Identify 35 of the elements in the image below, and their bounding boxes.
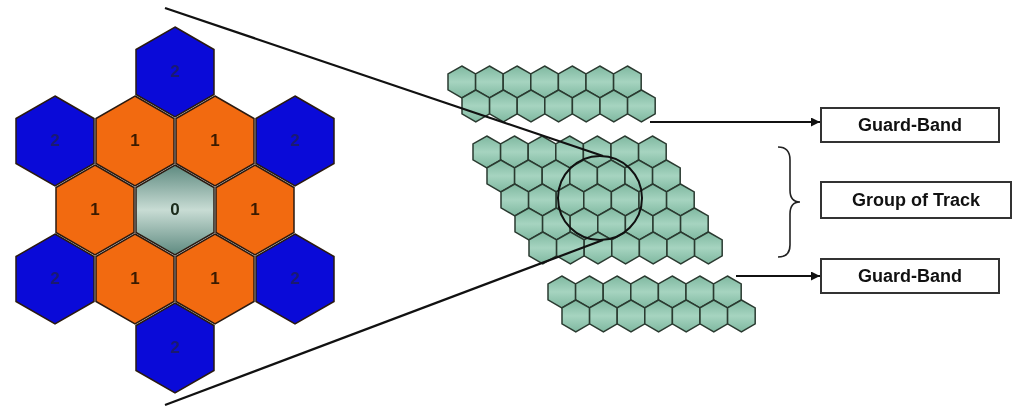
cell-number: 0 xyxy=(170,200,180,220)
hexagon-cell xyxy=(175,95,255,187)
cell-number: 1 xyxy=(210,269,220,289)
hexagon-cell xyxy=(135,164,215,256)
hexagon-cell xyxy=(215,164,295,256)
hexagon-cell xyxy=(255,233,335,325)
label-box: Group of Track xyxy=(820,181,1012,219)
cell-number: 2 xyxy=(50,131,60,151)
hexagon-cell xyxy=(255,95,335,187)
hex-strip-drawing xyxy=(548,276,756,332)
cell-number: 2 xyxy=(290,131,300,151)
cell-number: 2 xyxy=(170,62,180,82)
hex-strip-drawing xyxy=(473,136,723,264)
hexagon-cell xyxy=(175,233,255,325)
hexagon-cell xyxy=(95,95,175,187)
cell-number: 1 xyxy=(130,131,140,151)
hexagon-cell xyxy=(135,302,215,394)
cell-number: 1 xyxy=(130,269,140,289)
label-box: Guard-Band xyxy=(820,258,1000,294)
label-box: Guard-Band xyxy=(820,107,1000,143)
hexagon-cell xyxy=(15,95,95,187)
hexagon-cell xyxy=(135,26,215,118)
cell-number: 2 xyxy=(290,269,300,289)
cell-number: 1 xyxy=(250,200,260,220)
zoom-circle xyxy=(558,156,642,240)
hexagon-cell xyxy=(55,164,135,256)
arrow xyxy=(649,117,821,127)
cell-number: 2 xyxy=(50,269,60,289)
cell-number: 1 xyxy=(90,200,100,220)
hexagon-cell xyxy=(15,233,95,325)
hex-strip-drawing xyxy=(448,66,656,122)
cell-number: 2 xyxy=(170,338,180,358)
hexagon-cell xyxy=(95,233,175,325)
cell-number: 1 xyxy=(210,131,220,151)
arrow xyxy=(735,271,821,281)
